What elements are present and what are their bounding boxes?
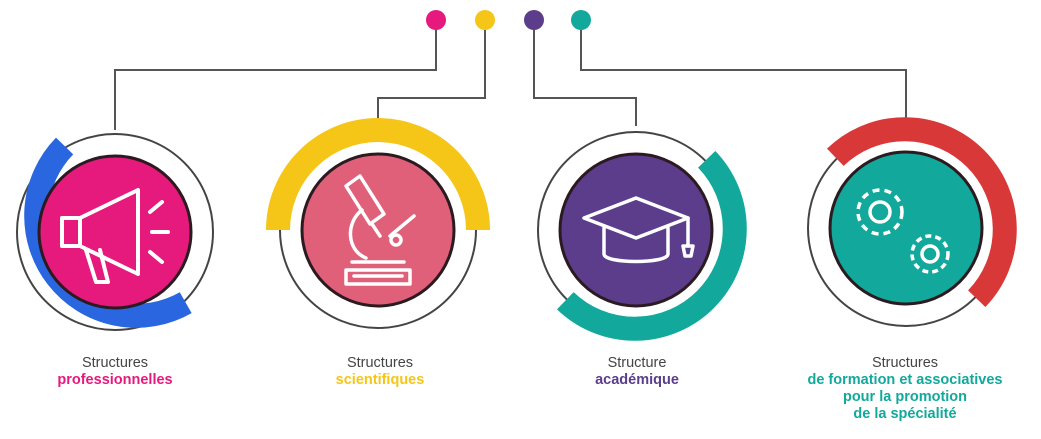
caption-formation: Structures de formation et associatives … — [771, 355, 1039, 423]
caption-line-1: Structures — [81, 355, 149, 371]
node-academique — [537, 131, 747, 341]
caption-line-2: scientifiques — [335, 372, 425, 388]
node-professionnelles — [16, 133, 214, 331]
connector-3 — [533, 30, 637, 126]
caption-professionnelles: Structures professionnelles — [25, 355, 205, 389]
node-formation — [807, 117, 1017, 327]
megaphone-icon — [60, 188, 170, 284]
caption-line-3: pour la promotion — [842, 389, 968, 405]
caption-line-2: de formation et associatives — [807, 372, 1003, 388]
caption-line-1: Structures — [871, 355, 939, 371]
node-scientifiques — [266, 118, 490, 329]
dot-purple — [524, 10, 544, 30]
caption-line-4: de la spécialité — [853, 406, 957, 422]
caption-line-1: Structure — [607, 355, 667, 371]
dot-pink — [426, 10, 446, 30]
connector-1 — [114, 30, 437, 130]
caption-academique: Structure académique — [547, 355, 727, 389]
microscope-icon — [344, 174, 416, 286]
connector-4 — [580, 30, 907, 126]
caption-line-2: académique — [595, 372, 679, 388]
caption-scientifiques: Structures scientifiques — [290, 355, 470, 389]
dot-yellow — [475, 10, 495, 30]
caption-line-1: Structures — [346, 355, 414, 371]
graduation-cap-icon — [582, 196, 695, 264]
dot-teal — [571, 10, 591, 30]
caption-line-2: professionnelles — [57, 372, 173, 388]
connector-2 — [377, 30, 486, 126]
gears-icon — [856, 188, 950, 274]
